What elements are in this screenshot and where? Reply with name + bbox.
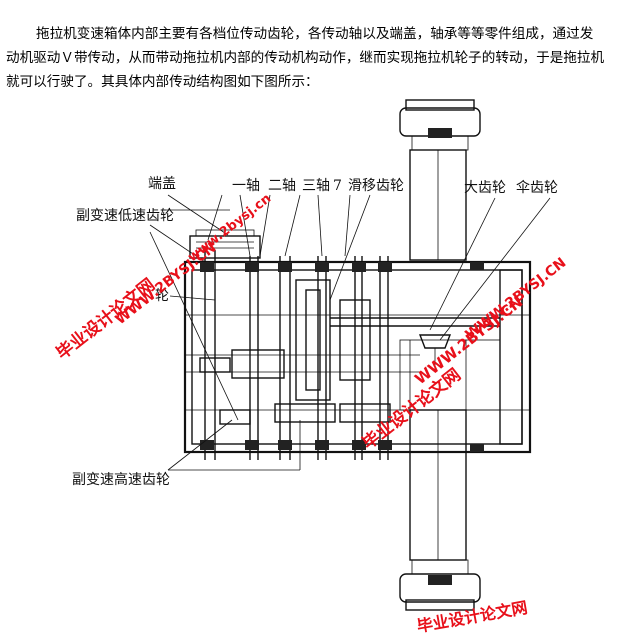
label-sliding-gear: 滑移齿轮: [348, 177, 404, 194]
label-shaft-3: 三轴: [302, 178, 330, 194]
watermark-cn-left: 毕业设计论文网: [52, 274, 159, 364]
watermark-cn-right: 毕业设计论文网: [358, 364, 465, 454]
label-shaft-2: 二轴: [268, 178, 296, 194]
wheel-axle: [399, 99, 481, 611]
watermark-cn-bottom: 毕业设计论文网: [415, 598, 529, 634]
leader-lines: [149, 194, 551, 471]
label-end-cover: 端盖: [148, 176, 176, 192]
label-bevel-gear: 伞齿轮: [516, 179, 558, 196]
label-aux-high-gear: 副变速高速齿轮: [72, 471, 170, 488]
label-shaft-1: 一轴: [232, 178, 260, 194]
section-hatches: [200, 128, 484, 585]
label-aux-low-gear: 副变速低速齿轮: [76, 208, 174, 224]
label-large-gear: 大齿轮: [464, 180, 506, 196]
gear-shafts: [189, 229, 391, 460]
intro-paragraph: 拖拉机变速箱体内部主要有各档位传动齿轮，各传动轴以及端盖，轴承等等零件组成，通过…: [6, 25, 605, 90]
label-shaft-3-num: 7: [333, 178, 342, 194]
watermark-url-top: www.2bysj.cn: [185, 191, 274, 265]
watermarks: 毕业设计论文网 WWW.2BYSJ.CN www.2bysj.cn WWW.2B…: [52, 191, 569, 634]
diagram-labels: 端盖 副变速低速齿轮 一轴 二轴 三轴 7 滑移齿轮 大齿轮 伞齿轮 轮 副变速…: [72, 176, 558, 488]
label-gear-partial: 轮: [155, 288, 169, 304]
